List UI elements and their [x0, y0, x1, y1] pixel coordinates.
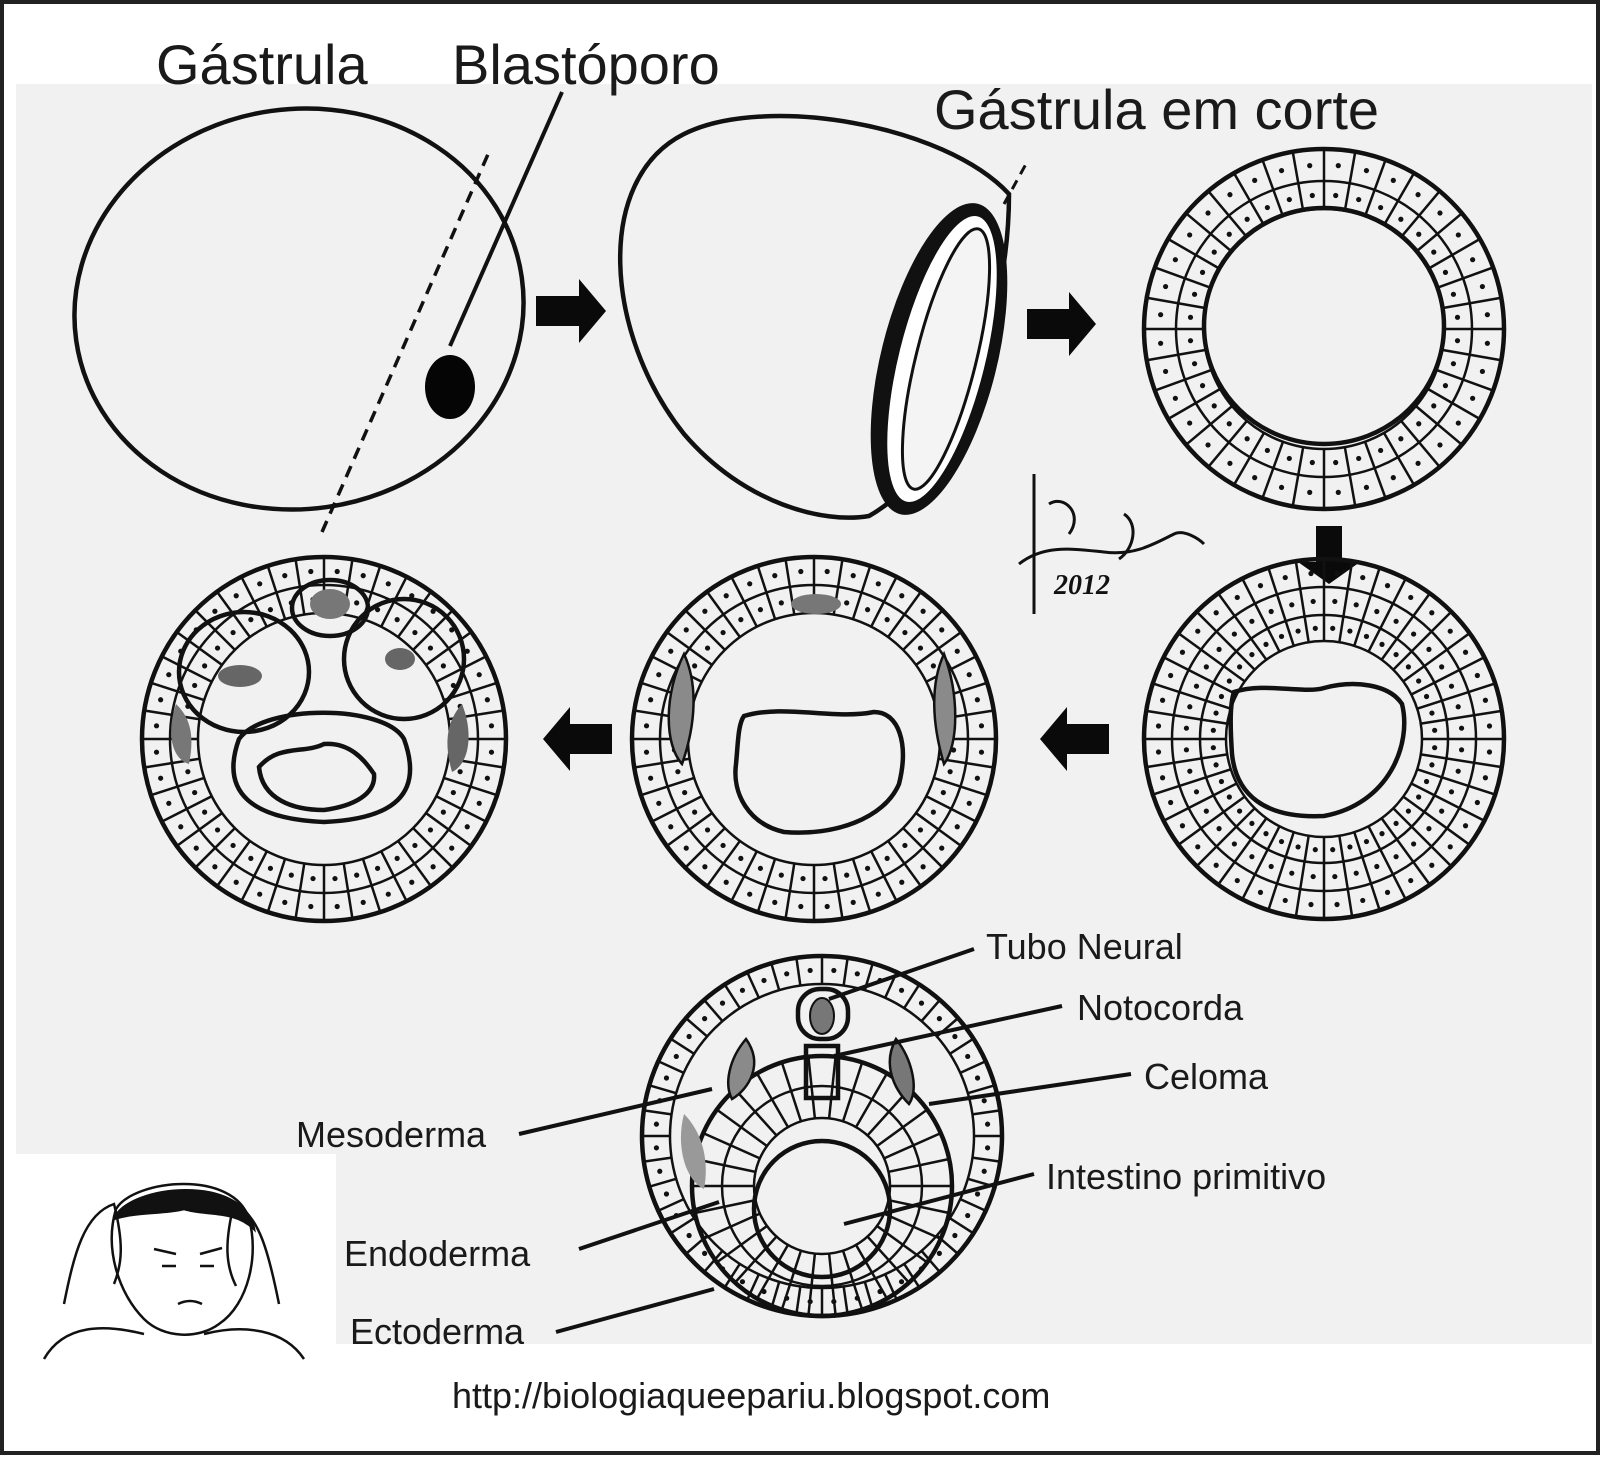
blastoporo-pointer — [448, 91, 564, 347]
embryo-development-diagram: 2012 — [16, 33, 1592, 1416]
label-tubo-neural: Tubo Neural — [986, 926, 1183, 967]
label-ectoderma: Ectoderma — [350, 1311, 525, 1352]
gastrula-drawing — [72, 91, 564, 533]
label-celoma: Celoma — [1144, 1056, 1269, 1097]
neurula-section — [639, 953, 1005, 1319]
section-stage-2 — [1141, 556, 1507, 922]
arrow-left-icon — [543, 707, 612, 771]
section-stage-1 — [1141, 146, 1507, 512]
arrow-icon — [536, 279, 606, 343]
label-notocorda: Notocorda — [1077, 987, 1244, 1028]
label-blastoporo: Blastóporo — [452, 33, 720, 96]
artist-signature — [1018, 474, 1206, 614]
section-stage-3 — [629, 554, 999, 924]
blastopore-opening — [425, 355, 475, 419]
section-stage-4 — [139, 554, 509, 924]
label-mesoderma: Mesoderma — [296, 1114, 487, 1155]
arrow-left-icon — [1040, 707, 1109, 771]
footer-url: http://biologiaqueepariu.blogspot.com — [452, 1375, 1050, 1416]
confused-face-illustration — [42, 1182, 306, 1360]
label-pointers — [518, 947, 1132, 1334]
label-endoderma: Endoderma — [344, 1233, 531, 1274]
label-gastrula: Gástrula — [156, 33, 368, 96]
label-gastrula-em-corte: Gástrula em corte — [934, 78, 1379, 141]
gastrula-cut-drawing — [618, 113, 1028, 520]
arrow-down-icon — [1298, 526, 1360, 584]
signature-year: 2012 — [1053, 570, 1110, 601]
arrow-icon — [1027, 292, 1096, 356]
label-intestino-primitivo: Intestino primitivo — [1046, 1156, 1326, 1197]
